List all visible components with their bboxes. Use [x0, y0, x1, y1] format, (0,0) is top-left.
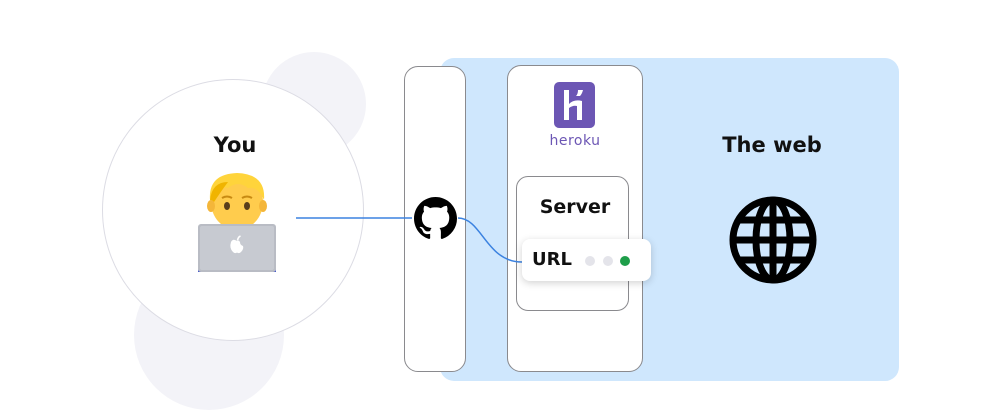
status-dot-active	[620, 256, 630, 266]
url-label: URL	[532, 249, 572, 270]
web-title: The web	[722, 133, 822, 157]
github-icon	[414, 197, 457, 240]
globe-icon	[726, 193, 820, 287]
you-node	[102, 79, 364, 341]
heroku-logo-icon	[554, 82, 595, 128]
person-with-laptop-icon	[188, 168, 286, 272]
you-title: You	[213, 133, 257, 157]
status-dot-inactive	[603, 256, 613, 266]
heroku-wordmark: heroku	[549, 133, 601, 149]
server-title: Server	[539, 196, 611, 218]
status-dot-inactive	[585, 256, 595, 266]
